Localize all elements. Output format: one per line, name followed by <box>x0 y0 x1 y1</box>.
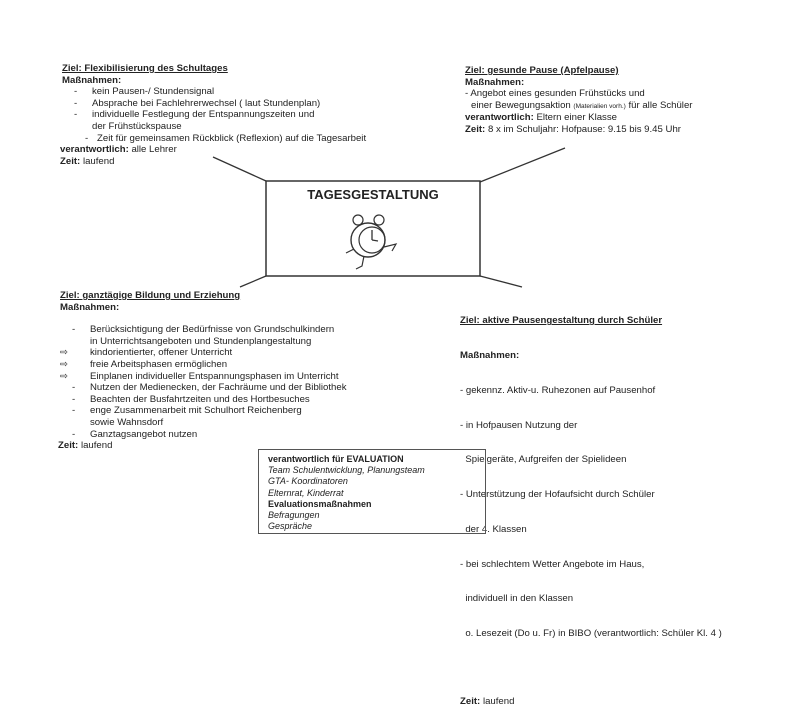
list-item: -Nutzen der Medienecken, der Fachräume u… <box>72 382 347 394</box>
arrow-item: ⇨kindorientierter, offener Unterricht <box>60 347 233 359</box>
arrow-right-icon: ⇨ <box>60 347 69 359</box>
measure-line: der 4. Klassen <box>460 523 527 535</box>
measure-line: Gespräche <box>268 521 313 532</box>
evaluation-heading: verantwortlich für EVALUATION <box>268 454 404 464</box>
section-ganztaegige-bildung: Ziel: ganztägige Bildung und Erziehung M… <box>58 290 347 452</box>
measure-line: - in Hofpausen Nutzung der <box>460 419 578 431</box>
time-label: Zeit: <box>465 123 486 135</box>
measure-line: - bei schlechtem Wetter Angebote im Haus… <box>460 558 645 570</box>
measure-line: individuell in den Klassen <box>460 593 574 605</box>
responsible-label: verantwortlich: <box>60 144 129 156</box>
measure-line: Spielgeräte, Aufgreifen der Spielideen <box>460 454 627 466</box>
section-flexibilisierung: Ziel: Flexibilisierung des Schultages Ma… <box>60 63 367 167</box>
time: laufend <box>80 440 113 452</box>
arrow-right-icon: ⇨ <box>60 358 69 370</box>
list-item: -individuelle Festlegung der Entspannung… <box>74 109 315 121</box>
measure-line: Befragungen <box>268 510 320 521</box>
list-item: -Zeit für gemeinsamen Rückblick (Reflexi… <box>85 132 367 144</box>
alarm-clock-icon <box>345 214 398 270</box>
measures-label: Maßnahmen: <box>465 76 525 88</box>
measures-label: Maßnahmen: <box>460 349 520 361</box>
measure-line: - Unterstützung der Hofaufsicht durch Sc… <box>460 489 655 501</box>
evaluation-measures-heading: Evaluationsmaßnahmen <box>268 498 372 509</box>
responsible-line: GTA- Koordinatoren <box>268 476 348 487</box>
goal-heading: Ziel: Flexibilisierung des Schultages <box>62 63 228 74</box>
time-label: Zeit: <box>460 696 481 708</box>
goal-heading: Ziel: ganztägige Bildung und Erziehung <box>60 290 241 301</box>
arrow-item: ⇨freie Arbeitsphasen ermöglichen <box>60 358 228 370</box>
goal-heading: Ziel: aktive Pausengestaltung durch Schü… <box>460 315 663 327</box>
center-box: TAGESGESTALTUNG <box>266 181 480 276</box>
list-item: -kein Pausen-/ Stundensignal <box>74 86 215 98</box>
measure-line: o. Lesezeit (Do u. Fr) in BIBO (verantwo… <box>460 628 722 640</box>
list-item: -Absprache bei Fachlehrerwechsel ( laut … <box>74 97 321 109</box>
responsible: alle Lehrer <box>131 144 177 156</box>
time: laufend <box>82 155 115 167</box>
section-aktive-pausengestaltung: Ziel: aktive Pausengestaltung durch Schü… <box>460 292 722 719</box>
measure-line: einer Bewegungsaktion (Materialien vorh.… <box>471 99 693 111</box>
evaluation-box: verantwortlich für EVALUATION Team Schul… <box>258 449 486 534</box>
goal-heading: Ziel: gesunde Pause (Apfelpause) <box>465 65 619 76</box>
responsible: Eltern einer Klasse <box>536 112 617 124</box>
responsible-line: Team Schulentwicklung, Planungsteam <box>268 465 425 476</box>
time-label: Zeit: <box>60 155 81 167</box>
time-label: Zeit: <box>58 440 79 452</box>
measures-label: Maßnahmen: <box>62 74 122 86</box>
perspective-lines <box>212 147 566 288</box>
arrow-item: ⇨Einplanen individueller Entspannungspha… <box>60 370 339 382</box>
list-item-cont: der Frühstückspause <box>92 120 182 132</box>
list-item: -enge Zusammenarbeit mit Schulhort Reich… <box>72 405 302 417</box>
responsible-label: verantwortlich: <box>465 112 534 124</box>
list-item-cont: in Unterrichtsangeboten und Stundenplang… <box>90 335 312 347</box>
center-title: TAGESGESTALTUNG <box>307 187 439 202</box>
responsible-line: Elternrat, Kinderrat <box>268 487 344 498</box>
measure-line: - Angebot eines gesunden Frühstücks und <box>465 88 645 100</box>
measures-label: Maßnahmen: <box>60 301 120 313</box>
list-item: -Berücksichtigung der Bedürfnisse von Gr… <box>72 324 335 336</box>
time: 8 x im Schuljahr: Hofpause: 9.15 bis 9.4… <box>487 123 681 135</box>
list-item: -Beachten der Busfahrtzeiten und des Hor… <box>72 393 310 405</box>
section-gesunde-pause: Ziel: gesunde Pause (Apfelpause) Maßnahm… <box>465 65 692 136</box>
list-item: -Ganztagsangebot nutzen <box>72 428 198 440</box>
list-item-cont: sowie Wahnsdorf <box>90 416 164 428</box>
time: laufend <box>482 696 515 708</box>
arrow-right-icon: ⇨ <box>60 370 69 382</box>
measure-line: - gekennz. Aktiv-u. Ruhezonen auf Pausen… <box>460 384 656 396</box>
